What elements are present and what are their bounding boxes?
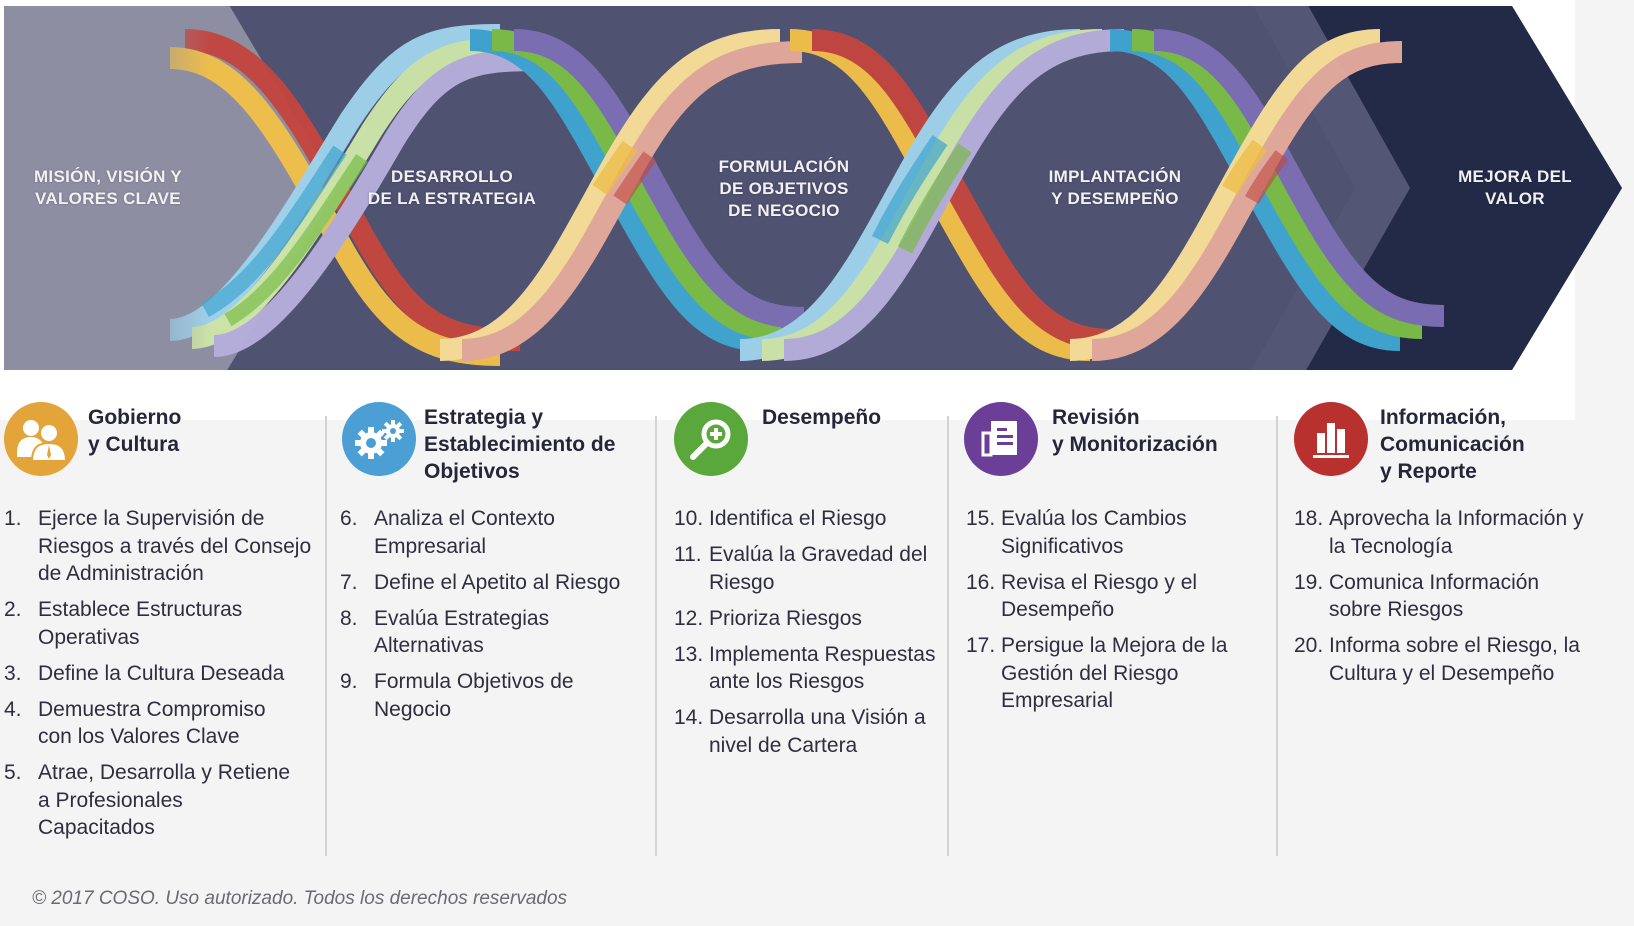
component-title: Información, Comunicación y Reporte bbox=[1380, 406, 1525, 483]
stage-label-line: Y DESEMPEÑO bbox=[1051, 189, 1179, 208]
stage-strategy-development: DESARROLLO DE LA ESTRATEGIA bbox=[368, 166, 536, 210]
principle-item: 16.Revisa el Riesgo y el Desempeño bbox=[966, 570, 1198, 622]
column-divider bbox=[947, 416, 949, 856]
helix-banner-graphic bbox=[4, 6, 1622, 370]
principle-item: 4.Demuestra Compromiso con los Valores C… bbox=[4, 697, 266, 749]
principles-list: 1.Ejerce la Supervisión de Riesgos a tra… bbox=[4, 505, 322, 850]
stage-label-line: IMPLANTACIÓN bbox=[1048, 167, 1182, 186]
principles-list: 15.Evalúa los Cambios Significativos 16.… bbox=[966, 505, 1266, 723]
component-title: Gobierno y Cultura bbox=[88, 406, 182, 456]
stage-value-enhancement: MEJORA DEL VALOR bbox=[1458, 166, 1572, 210]
stage-mission-vision-values: MISIÓN, VISIÓN Y VALORES CLAVE bbox=[34, 166, 182, 210]
principle-item: 5.Atrae, Desarrolla y Retiene a Profesio… bbox=[4, 761, 291, 839]
principle-item: 3.Define la Cultura Deseada bbox=[4, 661, 285, 685]
principle-item: 1.Ejerce la Supervisión de Riesgos a tra… bbox=[4, 507, 312, 585]
stage-label-line: MISIÓN, VISIÓN Y bbox=[33, 167, 183, 186]
principles-list: 10.Identifica el Riesgo 11.Evalúa la Gra… bbox=[674, 505, 954, 768]
column-divider bbox=[1276, 416, 1278, 856]
principle-item: 14.Desarrolla una Visión a nivel de Cart… bbox=[674, 706, 926, 757]
magnifier-plus-icon bbox=[674, 402, 748, 476]
stage-label-line: FORMULACIÓN bbox=[718, 157, 850, 176]
stage-label-line: DE NEGOCIO bbox=[728, 201, 840, 220]
principle-item: 12.Prioriza Riesgos bbox=[674, 606, 862, 630]
stage-label-line: DESARROLLO bbox=[390, 167, 513, 186]
principle-item: 20.Informa sobre el Riesgo, la Cultura y… bbox=[1294, 634, 1580, 685]
component-performance: Desempeño 10.Identifica el Riesgo 11.Eva… bbox=[660, 398, 950, 858]
copyright-notice: © 2017 COSO. Uso autorizado. Todos los d… bbox=[32, 888, 568, 909]
people-icon bbox=[4, 402, 78, 476]
principle-item: 17.Persigue la Mejora de la Gestión del … bbox=[966, 634, 1228, 712]
principle-item: 19.Comunica Información sobre Riesgos bbox=[1294, 570, 1540, 622]
component-title: Desempeño bbox=[762, 406, 882, 429]
stage-label-line: DE LA ESTRATEGIA bbox=[367, 189, 537, 208]
stage-business-objectives: FORMULACIÓN DE OBJETIVOS DE NEGOCIO bbox=[719, 156, 850, 222]
column-divider bbox=[325, 416, 327, 856]
principle-item: 8.Evalúa Estrategias Alternativas bbox=[340, 606, 550, 658]
stage-label-line: MEJORA DEL bbox=[1458, 167, 1572, 186]
component-information-communication: Información, Comunicación y Reporte 18.A… bbox=[1280, 398, 1634, 858]
stage-label-line: VALOR bbox=[1485, 189, 1545, 208]
bar-chart-icon bbox=[1294, 402, 1368, 476]
principle-item: 10.Identifica el Riesgo bbox=[674, 507, 887, 530]
component-title: Revisión y Monitorización bbox=[1052, 406, 1218, 456]
component-governance-culture: Gobierno y Cultura 1.Ejerce la Supervisi… bbox=[0, 398, 325, 858]
principle-item: 11.Evalúa la Gravedad del Riesgo bbox=[674, 543, 928, 594]
principle-item: 18.Aprovecha la Información y la Tecnolo… bbox=[1294, 507, 1584, 558]
principles-list: 6.Analiza el Contexto Empresarial 7.Defi… bbox=[340, 505, 660, 732]
stage-label-line: DE OBJETIVOS bbox=[719, 179, 849, 198]
principle-item: 2.Establece Estructuras Operativas bbox=[4, 598, 243, 649]
column-divider bbox=[655, 416, 657, 856]
principle-item: 13.Implementa Respuestas ante los Riesgo… bbox=[674, 642, 936, 694]
gears-icon bbox=[342, 402, 416, 476]
component-strategy-objectives: Estrategia y Establecimiento de Objetivo… bbox=[330, 398, 655, 858]
principle-item: 7.Define el Apetito al Riesgo bbox=[340, 570, 621, 594]
principle-item: 6.Analiza el Contexto Empresarial bbox=[340, 507, 555, 558]
components-section: Gobierno y Cultura 1.Ejerce la Supervisi… bbox=[0, 398, 1634, 858]
stage-label-line: VALORES CLAVE bbox=[35, 189, 181, 208]
strategy-banner: MISIÓN, VISIÓN Y VALORES CLAVE DESARROLL… bbox=[0, 0, 1634, 420]
component-title: Estrategia y Establecimiento de Objetivo… bbox=[424, 406, 616, 483]
principle-item: 9.Formula Objetivos de Negocio bbox=[340, 670, 574, 721]
principle-item: 15.Evalúa los Cambios Significativos bbox=[966, 507, 1187, 558]
principles-list: 18.Aprovecha la Información y la Tecnolo… bbox=[1294, 505, 1624, 696]
component-review-revision: Revisión y Monitorización 15.Evalúa los … bbox=[952, 398, 1272, 858]
document-icon bbox=[964, 402, 1038, 476]
stage-implementation-performance: IMPLANTACIÓN Y DESEMPEÑO bbox=[1049, 166, 1182, 210]
